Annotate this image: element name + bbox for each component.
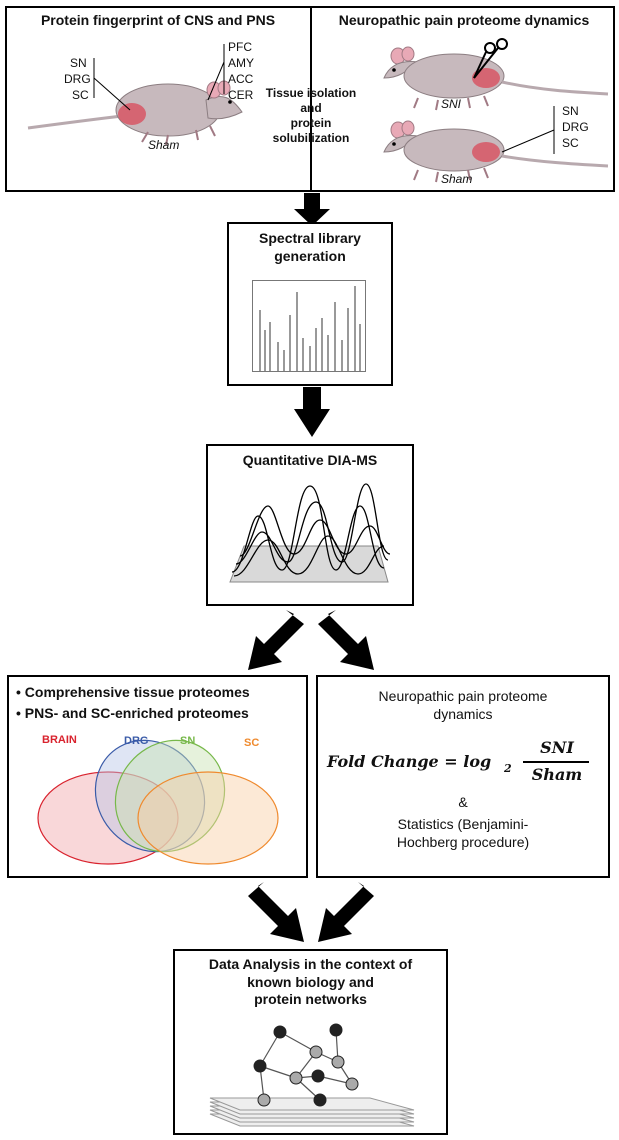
sham-label-left: Sham xyxy=(148,138,180,152)
venn-brain xyxy=(37,771,179,865)
right-tissue-sn: SN xyxy=(562,104,579,118)
bullet-icon: • xyxy=(16,684,21,700)
sni-mouse-illustration xyxy=(383,38,609,111)
venn-label-sc: SC xyxy=(244,737,260,749)
arrow-merge-left xyxy=(248,882,304,942)
formula-sub: 2 xyxy=(504,762,512,775)
arrow-split-left xyxy=(248,610,304,670)
formula-fraction-bar xyxy=(523,761,589,763)
venn-sc xyxy=(137,771,279,865)
dia-ms-title: Quantitative DIA-MS xyxy=(242,452,378,468)
left-panel-title: Protein fingerprint of CNS and PNS xyxy=(40,12,276,28)
right-panel-title: Neuropathic pain proteome dynamics xyxy=(338,12,590,28)
brain-region-acc: ACC xyxy=(228,72,254,86)
bullet-comprehensive: • Comprehensive tissue proteomes xyxy=(16,684,250,700)
protein-network-illustration xyxy=(209,1023,415,1127)
formula-denominator: Sham xyxy=(531,765,583,784)
arrow-down-1 xyxy=(294,193,330,226)
arrow-split-right xyxy=(318,610,374,670)
venn-sn xyxy=(114,739,226,853)
sham-mouse-right-illustration xyxy=(383,120,609,183)
formula-lhs: Fold Change = log xyxy=(327,752,492,771)
left-tissue-drg: DRG xyxy=(64,72,91,86)
dia-ms-chromatogram xyxy=(229,483,391,583)
data-analysis-title: Data Analysis in the context of known bi… xyxy=(208,956,413,1007)
arrow-merge-right xyxy=(318,882,374,942)
bullet-enriched: • PNS- and SC-enriched proteomes xyxy=(16,705,249,721)
venn-drg xyxy=(94,739,206,853)
fold-change-formula: Fold Change = log 2 SNI Sham xyxy=(327,738,603,788)
pain-dynamics-title: Neuropathic pain proteome dynamics xyxy=(378,688,548,722)
top-panel-divider xyxy=(310,6,312,192)
tissue-proteomes-box xyxy=(7,675,308,878)
left-tissue-sn: SN xyxy=(70,56,87,70)
brain-region-cer: CER xyxy=(228,88,254,102)
venn-label-sn: SN xyxy=(180,735,196,747)
sni-label: SNI xyxy=(441,97,462,111)
right-tissue-drg: DRG xyxy=(562,120,589,134)
spectrum-plot xyxy=(252,280,366,372)
formula-numerator: SNI xyxy=(540,738,574,757)
brain-region-bracket xyxy=(207,44,225,101)
arrow-down-2 xyxy=(294,387,330,437)
scissors-icon xyxy=(473,38,508,79)
brain-region-pfc: PFC xyxy=(228,40,252,54)
left-tissue-bracket xyxy=(93,58,131,111)
sham-label-right: Sham xyxy=(441,172,473,186)
brain-region-amy: AMY xyxy=(228,56,255,70)
spectral-library-title: Spectral library generation xyxy=(259,230,361,264)
bullet-icon: • xyxy=(16,705,21,721)
statistics-text: Statistics (Benjamini- Hochberg procedur… xyxy=(396,816,530,850)
venn-label-brain: BRAIN xyxy=(42,734,77,746)
tissue-isolation-text: Tissue isolation and protein solubilizat… xyxy=(265,86,357,145)
venn-label-drg: DRG xyxy=(124,735,149,747)
right-tissue-bracket xyxy=(501,106,555,154)
pain-dynamics-box xyxy=(316,675,610,878)
venn-diagram xyxy=(37,739,279,865)
right-tissue-sc: SC xyxy=(562,136,579,150)
ampersand: & xyxy=(458,794,468,810)
left-tissue-sc: SC xyxy=(72,88,89,102)
